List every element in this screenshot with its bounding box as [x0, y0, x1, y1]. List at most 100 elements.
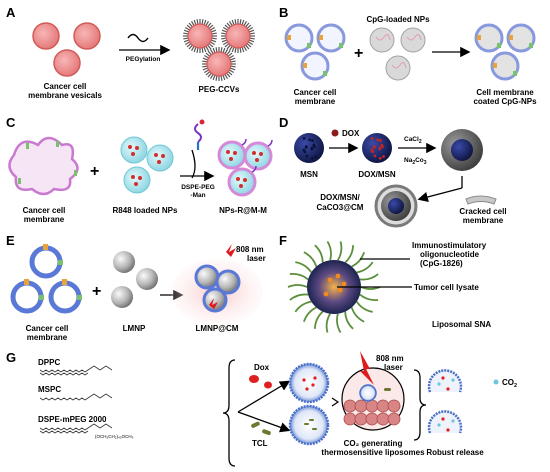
r848-drug — [128, 145, 132, 149]
peg-strand — [201, 19, 204, 25]
oligo-strand — [294, 300, 312, 313]
peg-strand — [220, 47, 223, 53]
label-tumor-cell-lysate: Tumor cell lysate — [414, 283, 479, 292]
peg-strand — [243, 20, 248, 26]
membrane-protein — [26, 143, 29, 149]
nps-rmm — [243, 141, 273, 171]
vesicle — [53, 49, 81, 77]
liposomal-sna-core — [307, 260, 361, 314]
label-pegylation: PEGylation — [126, 56, 161, 63]
lipid-headgroup — [87, 393, 113, 399]
peg-strand — [221, 29, 227, 33]
panel-f: F Immunostimulatory oligonucleotide (CpG… — [279, 233, 491, 333]
dox-in-pore — [378, 156, 382, 160]
arrow — [191, 149, 196, 179]
dox-in-pore — [370, 137, 374, 140]
tumor-cell — [387, 412, 401, 426]
peg-strand — [215, 47, 218, 53]
plus-icon: + — [92, 283, 101, 300]
peg-strand — [207, 50, 212, 56]
lmnp-sphere — [111, 286, 133, 308]
label-dox-msn: DOX/MSN — [358, 170, 396, 179]
peg-strand — [193, 47, 197, 53]
peg-strand — [203, 69, 209, 74]
peg-ccv-group — [183, 19, 255, 81]
oligo-strand — [303, 251, 318, 267]
peg-man-ligand — [241, 138, 247, 146]
label-cpg-loaded-nps: CpG-loaded NPs — [366, 15, 430, 24]
oligo-strand — [350, 307, 365, 323]
ruptured-liposome — [427, 410, 463, 434]
label-membrane: membrane — [295, 97, 336, 106]
r848-drug — [239, 184, 243, 188]
lipid-structures — [39, 365, 113, 434]
peg-strand — [227, 52, 233, 57]
tumor-cell — [343, 399, 357, 413]
r848-drug — [226, 150, 230, 154]
r848-drug — [255, 158, 259, 162]
peg-strand — [246, 43, 252, 48]
cracked-membrane-piece — [465, 195, 497, 205]
arrow — [417, 187, 463, 203]
peg-strand — [222, 26, 228, 31]
peg-strand — [224, 48, 229, 54]
label-membrane: membrane — [24, 215, 65, 224]
r848-drug — [138, 176, 142, 180]
label-robust-release: Robust release — [426, 448, 484, 457]
dox-in-pore — [381, 145, 384, 149]
peg-strand — [241, 19, 245, 25]
lysate-particle — [323, 291, 329, 297]
r848-drug — [259, 152, 263, 156]
dox-particle — [305, 387, 309, 391]
r848-drug — [252, 151, 256, 155]
peg-strand — [209, 48, 214, 54]
r848-np — [146, 144, 174, 172]
peg-strand — [248, 26, 254, 31]
tumor-cell — [354, 412, 368, 426]
lysate-particle — [337, 287, 343, 293]
tumor-lysate-particles — [323, 273, 347, 297]
peg-strand — [202, 57, 208, 61]
peg-strand — [211, 39, 217, 43]
peg-strand — [184, 41, 190, 46]
r848-np-group — [120, 136, 174, 194]
peg-strand — [205, 52, 211, 57]
oligo-strand — [313, 310, 324, 329]
panel-c-letter: C — [6, 115, 16, 130]
label-808nm: 808 nm — [236, 245, 264, 254]
tcl-particle — [312, 428, 317, 430]
dox-msn-sphere — [362, 133, 392, 163]
lmnp-sphere — [113, 251, 135, 273]
oligo-strand — [359, 293, 379, 302]
arrow — [237, 380, 291, 413]
peg-strand — [226, 44, 231, 50]
oligo-strand — [325, 313, 331, 333]
membrane-vesicles-group — [32, 22, 101, 77]
label-808nm: 808 nm — [376, 354, 404, 363]
peg-strand — [227, 71, 233, 76]
membrane-protein — [477, 35, 481, 40]
tcl-particle — [251, 421, 260, 428]
released-particle — [437, 382, 441, 386]
peg-ccv — [187, 23, 213, 49]
peg-strand — [230, 57, 236, 61]
pore — [302, 148, 306, 152]
ruptured-liposomes-group — [427, 369, 463, 434]
peg-strand — [228, 46, 233, 52]
nps-rmm-group — [217, 138, 273, 197]
oligo-strand — [359, 273, 379, 281]
peg-strand — [208, 43, 214, 48]
membrane-ring — [10, 280, 44, 314]
membrane-protein — [339, 43, 343, 48]
r848-drug — [236, 177, 240, 181]
oligo-strand — [356, 261, 374, 274]
dox-in-pore — [373, 154, 377, 158]
brace — [222, 359, 236, 467]
oligo-strand — [295, 261, 313, 273]
peg-strand — [245, 22, 250, 28]
label-tcl: TCL — [252, 439, 268, 448]
peg-strand — [239, 19, 242, 25]
peg-strand — [201, 47, 204, 53]
membrane-protein — [493, 63, 497, 68]
membrane-ring — [48, 280, 82, 314]
